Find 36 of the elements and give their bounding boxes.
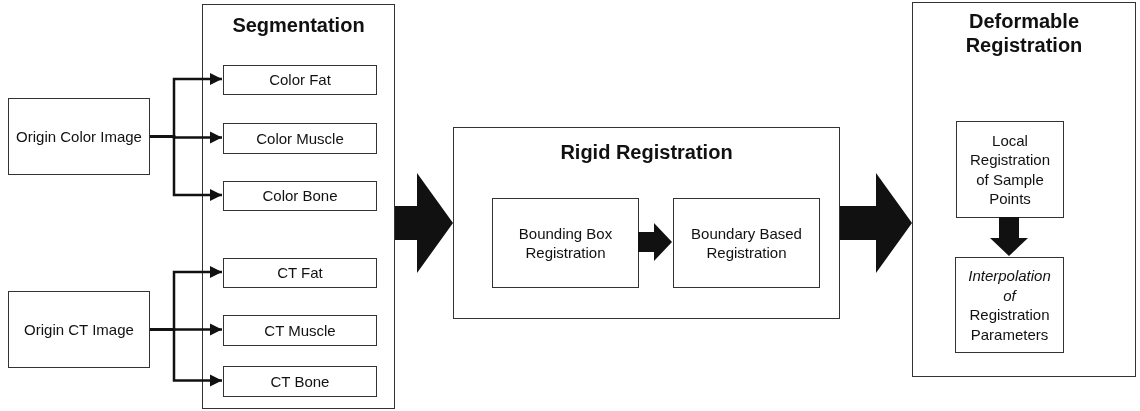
process-box	[956, 121, 1064, 218]
process-box	[492, 198, 639, 288]
panel-title: Segmentation	[231, 13, 366, 37]
block-arrow	[840, 173, 912, 273]
process-box	[673, 198, 820, 288]
box-label: Color Muscle	[256, 128, 344, 149]
stage-panel	[912, 2, 1136, 377]
process-box	[223, 258, 377, 288]
box-label: Color Bone	[262, 186, 338, 206]
box-label: CT Muscle	[264, 320, 336, 341]
stage-panel	[202, 4, 395, 409]
process-box	[8, 291, 150, 368]
box-label: Local Registration of Sample Points	[968, 130, 1051, 209]
arrow	[150, 135, 222, 202]
box-label: Origin CT Image	[24, 319, 134, 340]
box-label: Interpolation of Registration Parameters	[967, 266, 1052, 344]
block-arrow	[638, 223, 672, 261]
block-arrow	[990, 217, 1028, 256]
process-box	[223, 315, 377, 346]
process-box	[223, 181, 377, 211]
panel-title: Rigid Registration	[559, 140, 734, 164]
process-box	[223, 123, 377, 154]
process-box	[8, 98, 150, 175]
process-box	[223, 65, 377, 95]
process-box	[955, 257, 1064, 353]
block-arrow	[395, 173, 453, 273]
box-label: Color Fat	[269, 70, 331, 90]
arrow	[150, 328, 222, 387]
box-label: Boundary Based Registration	[690, 223, 803, 263]
panel-title: Deformable Registration	[964, 9, 1084, 57]
box-label: Origin Color Image	[16, 126, 142, 147]
box-label: Bounding Box Registration	[517, 223, 614, 263]
box-label: CT Fat	[277, 263, 323, 283]
stage-panel	[453, 127, 840, 319]
box-label: CT Bone	[270, 371, 330, 392]
process-box	[223, 366, 377, 397]
